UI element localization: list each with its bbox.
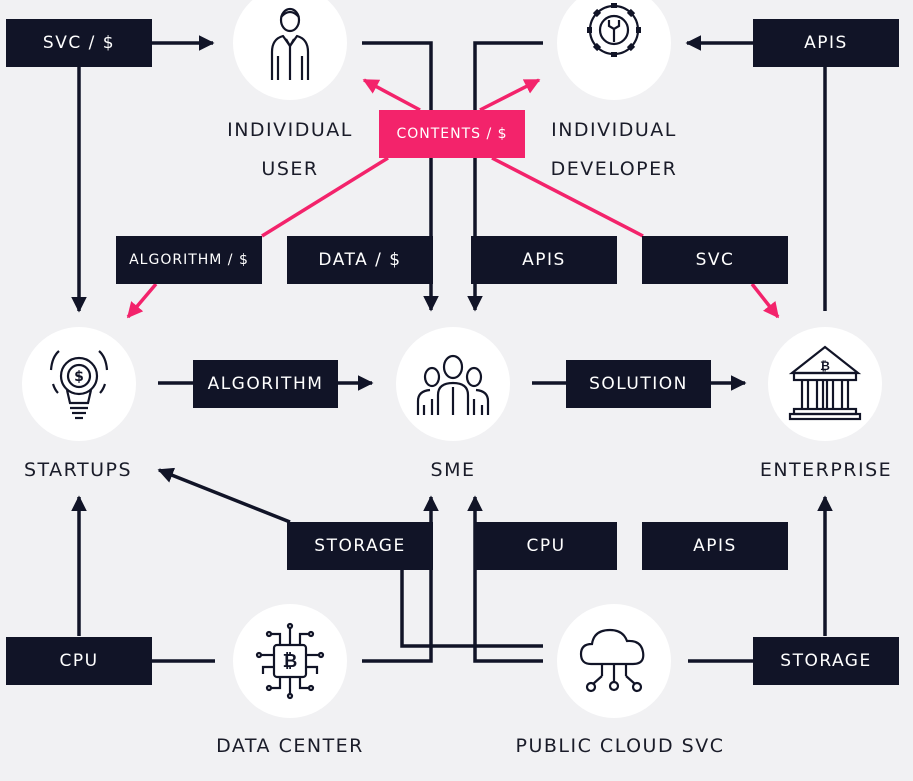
data-center-label: DATA CENTER (216, 735, 364, 757)
data-dollar-label: DATA / $ (287, 236, 433, 284)
storage-mid-label: STORAGE (287, 522, 433, 570)
edge-developer-to-sme (467, 41, 543, 312)
edge-user-to-sme (362, 41, 439, 312)
apis-top-label: APIS (753, 19, 899, 67)
edge-storage-to-startups (157, 467, 291, 524)
edge-algorithm-to-startups (126, 282, 158, 319)
enterprise-label: ENTERPRISE (759, 459, 893, 481)
public-cloud-node (557, 604, 671, 718)
team-icon (416, 354, 490, 415)
public-cloud-label: PUBLIC CLOUD SVC (515, 735, 725, 757)
contents-dollar-label: CONTENTS / $ (379, 110, 525, 158)
gear-wrench-icon (587, 3, 641, 57)
individual-user-line1: INDIVIDUAL (227, 119, 353, 141)
edge-contents-to-user (362, 78, 421, 112)
individual-user-label: INDIVIDUAL USER (227, 111, 353, 189)
data-center-node: ₿ (233, 604, 347, 718)
individual-developer-line2: DEVELOPER (550, 158, 678, 180)
svg-text:₿: ₿ (283, 651, 298, 672)
cpu-mid-label: CPU (475, 522, 617, 570)
cpu-left-label: CPU (6, 637, 152, 685)
sme-label: SME (430, 459, 476, 481)
apis-mid-label: APIS (471, 236, 617, 284)
svg-text:$: $ (74, 369, 84, 385)
edge-contents-to-svc (491, 156, 644, 238)
svc-dollar-label: SVC / $ (6, 19, 152, 67)
circuit-bitcoin-icon: ₿ (255, 622, 325, 700)
lightbulb-dollar-icon: $ (49, 350, 109, 420)
startups-node: $ (22, 327, 136, 441)
svc-label: SVC (642, 236, 788, 284)
enterprise-node: ₿ (768, 327, 882, 441)
edge-cloud-to-storage (400, 570, 543, 648)
user-icon (270, 7, 310, 80)
algorithm-label: ALGORITHM (193, 360, 338, 408)
individual-developer-line1: INDIVIDUAL (551, 119, 677, 141)
sme-node (396, 327, 510, 441)
edge-contents-to-algorithm (261, 156, 389, 238)
bank-bitcoin-icon: ₿ (788, 345, 862, 421)
individual-user-line2: USER (261, 158, 319, 180)
solution-label: SOLUTION (566, 360, 711, 408)
svg-text:₿: ₿ (820, 359, 830, 373)
edge-svc-to-enterprise (750, 282, 780, 319)
storage-right-label: STORAGE (753, 637, 899, 685)
edge-contents-to-developer (479, 78, 541, 112)
individual-user-node (233, 0, 347, 100)
startups-label: STARTUPS (23, 459, 133, 481)
apis-low-label: APIS (642, 522, 788, 570)
individual-developer-node (557, 0, 671, 100)
algorithm-dollar-label: ALGORITHM / $ (116, 236, 262, 284)
individual-developer-label: INDIVIDUAL DEVELOPER (551, 111, 678, 189)
cloud-network-icon (579, 628, 645, 693)
